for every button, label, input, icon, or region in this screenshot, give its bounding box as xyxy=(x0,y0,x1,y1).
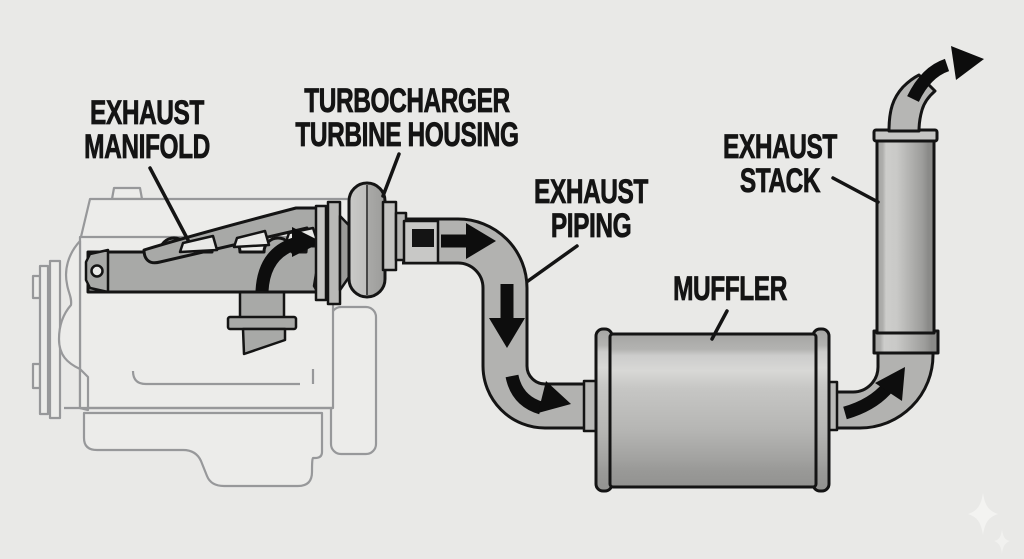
muffler-body xyxy=(608,332,818,489)
labels: EXHAUST MANIFOLD TURBOCHARGER TURBINE HO… xyxy=(84,82,838,309)
label-exhaust-stack-line1: EXHAUST xyxy=(723,128,837,166)
turbocharger-turbine-housing xyxy=(314,181,440,306)
flow-arrows xyxy=(441,46,984,420)
flow-arrow-elbow-shaft xyxy=(505,374,544,415)
leader-piping xyxy=(526,244,579,283)
sparkle-small-icon xyxy=(994,529,1010,554)
flow-arrow-elbow-head xyxy=(538,381,571,413)
front-cover-profile xyxy=(57,239,90,412)
valve-cover-cap xyxy=(110,186,144,201)
leader-lines xyxy=(148,152,880,341)
label-exhaust-stack-line2: STACK xyxy=(740,162,821,200)
flow-arrow-stack-out-shaft xyxy=(907,58,950,102)
bolt-hole-left xyxy=(90,264,104,278)
flow-arrow-manifold-shaft xyxy=(255,237,297,292)
flow-arrow-manifold-head xyxy=(292,227,322,257)
pipe-clamp-band xyxy=(412,229,434,247)
label-muffler: MUFFLER xyxy=(673,270,787,308)
flow-arrow-tailpipe-shaft xyxy=(843,382,893,420)
runner-gap-2 xyxy=(232,229,271,249)
sparkle-icon xyxy=(968,493,998,535)
label-turbocharger-line2: TURBINE HOUSING xyxy=(295,116,518,154)
downpipe-flange xyxy=(226,315,298,331)
flow-arrow-stack-out-head xyxy=(951,46,984,80)
turbo-inlet-flange-inner xyxy=(326,200,342,306)
label-turbocharger-line1: TURBOCHARGER xyxy=(304,82,510,120)
runner-gap-1 xyxy=(178,234,219,254)
leader-muffler xyxy=(710,309,729,341)
leader-stack xyxy=(831,176,880,204)
label-exhaust-piping-line1: EXHAUST xyxy=(534,173,648,211)
turbo-inlet-flange-outer xyxy=(314,204,328,302)
label-exhaust-manifold-line1: EXHAUST xyxy=(90,94,204,132)
turbo-outlet-flange xyxy=(381,200,398,272)
flow-arrow-turbo-out-head xyxy=(466,223,496,259)
manifold-downpipe-lower xyxy=(241,327,287,356)
leader-manifold xyxy=(148,166,190,242)
label-exhaust-piping-line2: PIPING xyxy=(551,207,631,245)
flow-arrow-down-head xyxy=(489,318,525,348)
sparkle-watermark xyxy=(968,493,1010,554)
engine-mount-bracket xyxy=(329,305,378,456)
stack-body xyxy=(875,137,936,335)
oil-pan xyxy=(82,411,324,488)
block-detail-line xyxy=(131,370,300,386)
exhaust-manifold xyxy=(84,206,340,356)
flow-arrow-tailpipe-head xyxy=(875,367,905,401)
engine-front-plate-outer xyxy=(38,264,50,416)
label-exhaust-manifold-line2: MANIFOLD xyxy=(84,128,210,166)
leader-turbo xyxy=(381,152,401,198)
